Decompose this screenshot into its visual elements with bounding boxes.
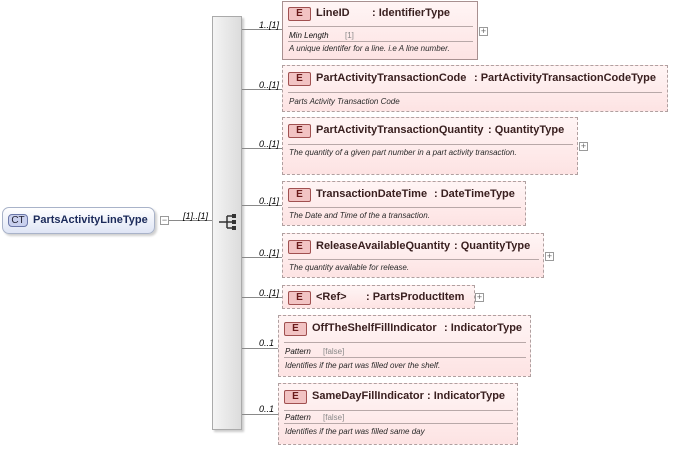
complex-type-name: PartsActivityLineType — [33, 214, 148, 226]
facet-value: [false] — [323, 413, 345, 422]
element-badge: E — [288, 124, 311, 138]
element-name: ReleaseAvailableQuantity — [316, 240, 451, 252]
divider — [288, 207, 521, 208]
element-type: : IndicatorType — [444, 322, 523, 334]
element-badge: E — [284, 390, 307, 404]
divider — [284, 357, 526, 358]
element-type: : DateTimeType — [434, 188, 515, 200]
divider — [284, 342, 526, 343]
connector-line — [242, 348, 278, 349]
element-box-samedayfillindicator[interactable]: E SameDayFillIndicator : IndicatorType P… — [278, 383, 518, 445]
element-description: Identifies if the part was filled over t… — [285, 361, 441, 370]
element-multiplicity: 0..[1] — [259, 80, 280, 90]
element-description: Identifies if the part was filled same d… — [285, 427, 425, 436]
element-name: OffTheShelfFillIndicator — [312, 322, 437, 334]
element-badge: E — [288, 291, 311, 305]
element-multiplicity: 0..1 — [259, 404, 275, 414]
divider — [288, 26, 473, 27]
element-type: : QuantityType — [488, 124, 565, 136]
element-multiplicity: 0..[1] — [259, 196, 280, 206]
element-description: The quantity available for release. — [289, 263, 410, 272]
divider — [288, 259, 539, 260]
element-description: Parts Activity Transaction Code — [289, 97, 400, 106]
divider — [284, 410, 513, 411]
element-multiplicity: 0..1 — [259, 338, 275, 348]
sequence-compositor[interactable] — [212, 16, 242, 430]
element-type: : PartActivityTransactionCodeType — [474, 72, 656, 84]
facet-value: [1] — [345, 31, 354, 40]
element-description: The Date and Time of the a transaction. — [289, 211, 430, 220]
element-box-releaseavailablequantity[interactable]: E ReleaseAvailableQuantity : QuantityTyp… — [282, 233, 544, 278]
element-type: : QuantityType — [454, 240, 531, 252]
sequence-icon — [219, 214, 236, 230]
expand-icon[interactable]: + — [475, 292, 484, 302]
divider — [288, 92, 662, 93]
element-multiplicity: 0..[1] — [259, 288, 280, 298]
element-box-offtheshelffillindicator[interactable]: E OffTheShelfFillIndicator : IndicatorTy… — [278, 315, 531, 377]
element-box-lineid[interactable]: E LineID : IdentifierType Min Length [1]… — [282, 1, 478, 60]
facet-label: Pattern — [285, 347, 311, 356]
expand-icon[interactable]: + — [479, 26, 488, 36]
complex-type-node[interactable]: CT PartsActivityLineType — [2, 207, 155, 234]
element-name: SameDayFillIndicator — [312, 390, 424, 402]
expand-icon[interactable]: + — [545, 251, 554, 261]
facet-label: Pattern — [285, 413, 311, 422]
connector-line — [242, 205, 282, 206]
connector-line — [242, 297, 282, 298]
element-description: The quantity of a given part number in a… — [289, 148, 517, 157]
element-name: LineID — [316, 7, 350, 19]
element-box-ref[interactable]: E <Ref> : PartsProductItem — [282, 285, 475, 309]
facet-value: [false] — [323, 347, 345, 356]
element-name: TransactionDateTime — [316, 188, 428, 200]
element-name: PartActivityTransactionCode — [316, 72, 467, 84]
element-name: <Ref> — [316, 291, 347, 303]
sequence-multiplicity: [1]..[1] — [183, 211, 209, 221]
element-multiplicity: 1..[1] — [259, 20, 280, 30]
element-multiplicity: 0..[1] — [259, 248, 280, 258]
element-name: PartActivityTransactionQuantity — [316, 124, 484, 136]
expand-icon[interactable]: + — [579, 141, 588, 151]
element-badge: E — [288, 72, 311, 86]
connector-line — [242, 414, 278, 415]
divider — [284, 423, 513, 424]
element-badge: E — [288, 188, 311, 202]
element-multiplicity: 0..[1] — [259, 139, 280, 149]
element-type: : IdentifierType — [372, 7, 451, 19]
element-box-transactiondatetime[interactable]: E TransactionDateTime : DateTimeType The… — [282, 181, 526, 226]
element-badge: E — [284, 322, 307, 336]
divider — [288, 144, 573, 145]
element-badge: E — [288, 240, 311, 254]
divider — [288, 41, 473, 42]
connector-line — [242, 29, 282, 30]
collapse-icon[interactable]: − — [160, 215, 169, 225]
complex-type-badge: CT — [8, 214, 28, 227]
connector-line — [242, 148, 282, 149]
connector-line — [242, 257, 282, 258]
connector-line — [169, 220, 212, 221]
element-type: : PartsProductItem — [366, 291, 465, 303]
connector-line — [242, 89, 282, 90]
element-badge: E — [288, 7, 311, 21]
facet-label: Min Length — [289, 31, 329, 40]
element-description: A unique identifer for a line. i.e A lin… — [289, 44, 450, 53]
element-box-partactivitytransactionquantity[interactable]: E PartActivityTransactionQuantity : Quan… — [282, 117, 578, 175]
element-type: : IndicatorType — [427, 390, 506, 402]
element-box-partactivitytransactioncode[interactable]: E PartActivityTransactionCode : PartActi… — [282, 65, 668, 112]
